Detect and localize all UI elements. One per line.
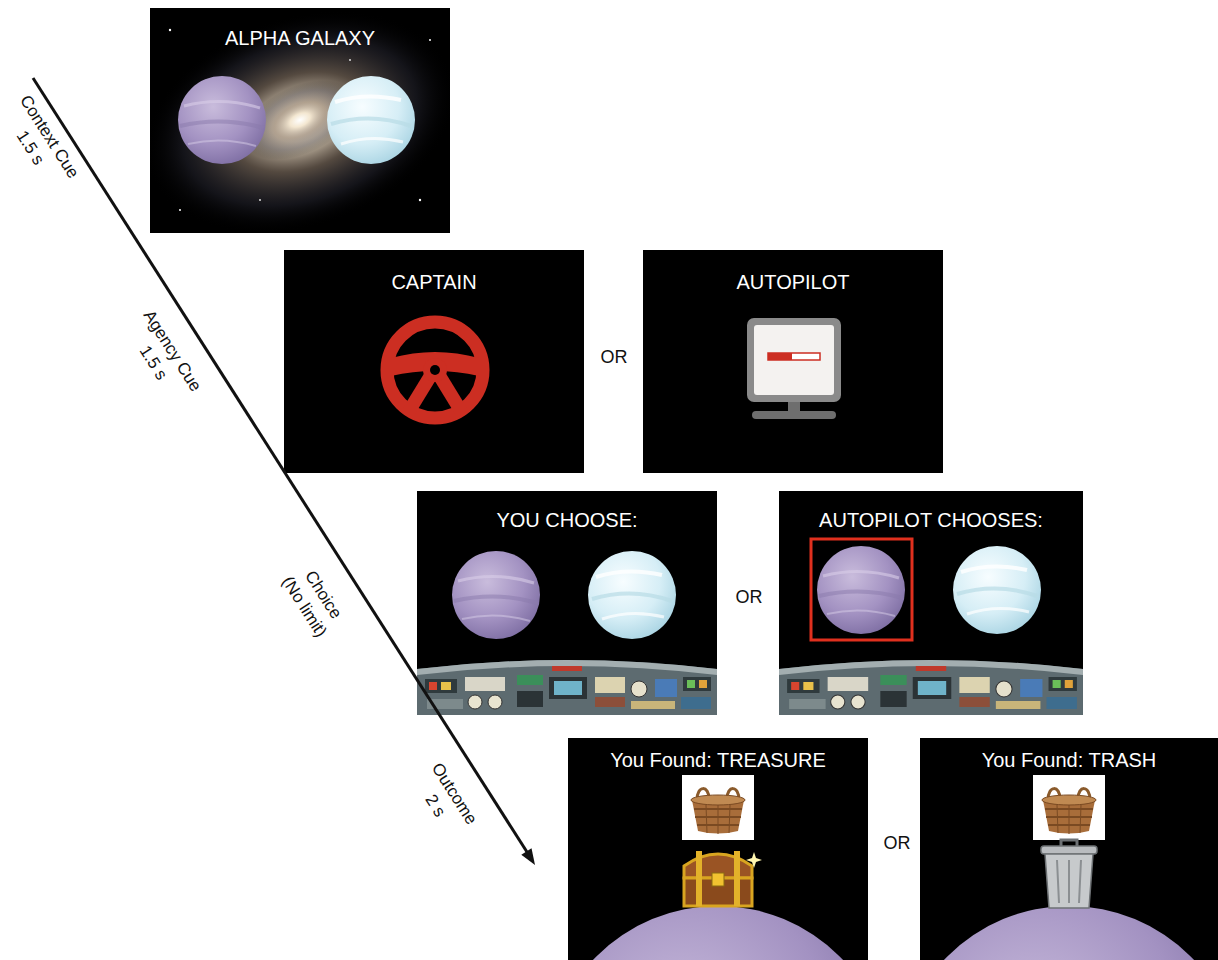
trash-can-part	[1061, 840, 1077, 846]
outcome-panel-trash-part	[920, 906, 1218, 960]
steering-wheel	[387, 322, 483, 418]
trash-can-part	[1041, 846, 1097, 854]
timeline-arrow	[33, 78, 535, 865]
outcome-screen: You Found: TRASH	[920, 738, 1218, 960]
monitor-icon	[747, 318, 841, 419]
choice-screen: YOU CHOOSE:	[417, 491, 717, 715]
galaxy-picture	[150, 8, 450, 233]
choice-screen: AUTOPILOT CHOOSES:	[779, 491, 1083, 715]
outcome-panel-trash-part	[1033, 775, 1105, 840]
screen-title: YOU CHOOSE:	[417, 508, 717, 532]
galaxy-picture-part	[429, 39, 431, 41]
choice-panel-self-part	[588, 551, 676, 639]
treasure-chest-part	[696, 851, 702, 906]
treasure-chest-part	[746, 852, 762, 868]
galaxy-picture-part	[169, 29, 171, 31]
screen-title: ALPHA GALAXY	[150, 26, 450, 50]
trash-can-part	[1045, 854, 1093, 908]
choice-panel-autopilot-part	[953, 546, 1041, 634]
outcome-panel-treasure	[546, 738, 890, 960]
outcome-panel-trash	[897, 738, 1218, 960]
trash-can-part	[1057, 860, 1081, 903]
treasure-chest	[684, 851, 762, 906]
outcome-panel-treasure-part	[568, 906, 868, 960]
monitor-icon-part	[768, 353, 792, 360]
screen-title: AUTOPILOT	[643, 270, 943, 294]
captain-panel-part	[284, 250, 584, 473]
outcome-screen: You Found: TREASURE	[568, 738, 868, 960]
galaxy-picture-part	[349, 59, 351, 61]
steering-wheel-part	[387, 322, 483, 418]
choice-panel-autopilot	[779, 491, 1083, 715]
or-label: OR	[736, 587, 763, 607]
choice-panel-autopilot-part	[817, 546, 905, 634]
agency-screen: AUTOPILOT	[643, 250, 943, 473]
choice-panel-self	[417, 491, 717, 715]
timeline-arrow-part	[33, 78, 527, 852]
captain-panel	[284, 250, 584, 473]
outcome-panel-trash-part-part	[920, 906, 1218, 960]
outcome-panel-treasure-part	[682, 775, 754, 840]
treasure-chest-part	[734, 851, 740, 906]
steering-wheel-part	[430, 365, 440, 375]
screen-title: AUTOPILOT CHOOSES:	[779, 508, 1083, 532]
choice-panel-autopilot-part	[779, 660, 1083, 715]
monitor-icon-part	[752, 411, 836, 419]
context-screen: ALPHA GALAXY	[150, 8, 450, 233]
galaxy-picture-part	[419, 199, 421, 201]
monitor-icon-part	[754, 325, 834, 395]
screen-title: CAPTAIN	[284, 270, 584, 294]
autopilot-panel-part	[643, 250, 943, 473]
choice-panel-self-part	[417, 660, 717, 715]
choice-panel-autopilot-part	[779, 491, 1083, 715]
agency-screen: CAPTAIN	[284, 250, 584, 473]
choice-panel-self-part	[417, 491, 717, 715]
monitor-icon-part	[747, 318, 841, 402]
choice-panel-self-part	[452, 551, 540, 639]
context-panel-part	[178, 76, 266, 164]
galaxy-picture-part	[150, 8, 450, 233]
trash-can	[1041, 840, 1097, 908]
galaxy-picture-part	[179, 209, 181, 211]
steering-wheel-part	[423, 358, 447, 382]
monitor-icon-part	[788, 402, 800, 412]
selection-box	[811, 539, 912, 640]
autopilot-panel	[643, 250, 943, 473]
screen-title: You Found: TREASURE	[568, 748, 868, 772]
context-panel	[115, 0, 484, 271]
treasure-chest-part	[712, 873, 724, 886]
or-label: OR	[601, 347, 628, 367]
or-label: OR	[884, 833, 911, 853]
galaxy-picture-part	[259, 199, 261, 201]
outcome-panel-treasure-part-part	[568, 906, 868, 960]
screen-title: You Found: TRASH	[920, 748, 1218, 772]
timeline-arrow-part	[521, 848, 535, 865]
monitor-icon-part	[768, 353, 820, 360]
context-panel-part	[327, 76, 415, 164]
